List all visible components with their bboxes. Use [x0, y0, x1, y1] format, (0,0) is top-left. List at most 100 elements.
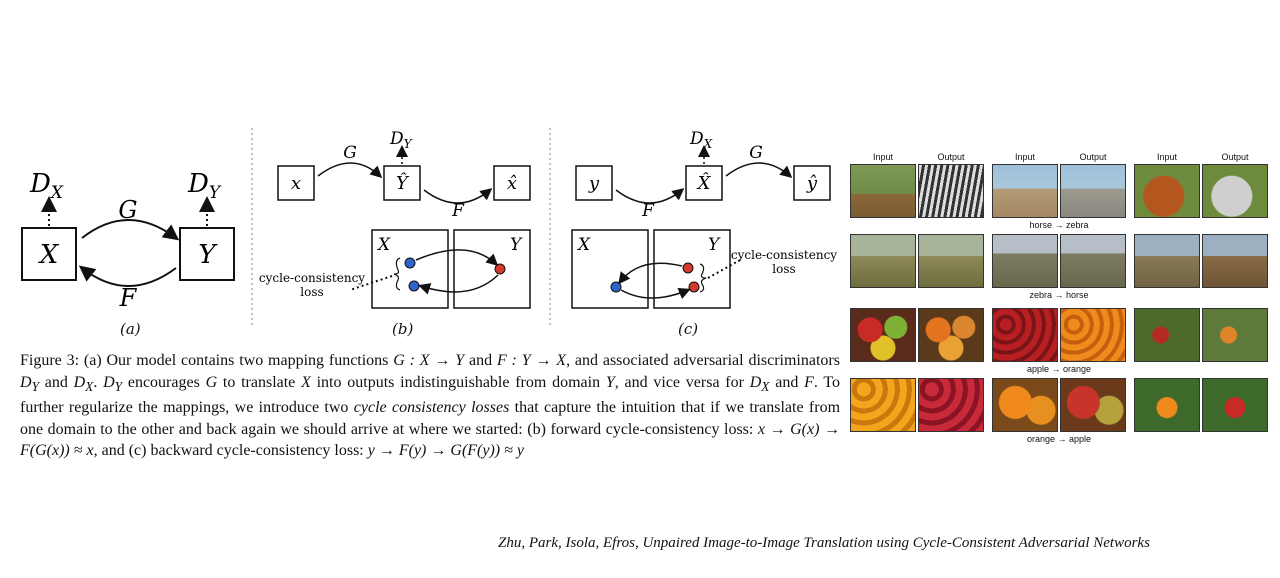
caption-math: G : X → Y: [393, 352, 465, 369]
disc-y-label: DY: [187, 169, 222, 203]
orange-photo: [1202, 308, 1268, 362]
edge-forward: [415, 249, 499, 267]
zebra-photo: [1060, 164, 1126, 218]
edge-g-label: G: [749, 143, 763, 163]
caption-math: DX: [73, 373, 94, 394]
domain-x-box: [371, 229, 449, 309]
node-yhat-box: [793, 165, 831, 201]
red-dot-start: [682, 262, 694, 274]
apple-photo: [1134, 308, 1200, 362]
caption-math: DY: [20, 373, 39, 394]
row-label: horse → zebra: [1029, 220, 1089, 230]
horse-photo: [850, 164, 916, 218]
caption-math: DX: [749, 373, 770, 394]
node-y-label: y: [588, 173, 600, 194]
orange-photo: [1060, 308, 1126, 362]
node-yhat-box: [383, 165, 421, 201]
horse-photo: [918, 234, 984, 288]
caption-text: encourages: [122, 373, 206, 391]
domain-x-label: X: [376, 235, 391, 255]
caption-math: G: [205, 373, 218, 391]
edge-f-label: F: [119, 284, 138, 312]
domain-y-box: [653, 229, 731, 309]
caption-math: Y: [605, 373, 615, 391]
caption-math: x → G(x) → F(G(x)) ≈ x: [20, 420, 840, 460]
red-dot: [494, 263, 506, 275]
loss-brace: [699, 263, 707, 293]
node-x-label: x: [291, 173, 301, 194]
edge-g: [317, 162, 383, 179]
loss-pointer: [349, 275, 393, 291]
edge-back: [418, 274, 499, 295]
loss-label-2: loss: [772, 262, 795, 276]
edge-g: [725, 162, 793, 178]
caption-text: . To further regularize the mappings, we…: [20, 373, 840, 417]
horse-photo: [1134, 164, 1200, 218]
caption-text: and: [38, 373, 74, 391]
edge-f: [423, 188, 493, 204]
caption-text: Figure 3: (a) Our model contains two map…: [20, 352, 394, 369]
row-label: zebra → horse: [1029, 290, 1089, 300]
node-y-box: [575, 165, 613, 201]
caption-text: .: [93, 373, 104, 391]
caption-text: , and (c) backward cycle-consistency los…: [93, 442, 368, 460]
node-xhat-box: [493, 165, 531, 201]
example-grid: Input Output Input Output Input Output h…: [848, 148, 1268, 448]
loss-label: cycle-consistency: [731, 248, 837, 262]
zebra-photo: [918, 164, 984, 218]
horse-photo: [1060, 234, 1126, 288]
loss-brace: [393, 257, 401, 291]
edge-g: [81, 219, 180, 241]
domain-y-label: Y: [708, 235, 721, 255]
node-x-box: [277, 165, 315, 201]
figure-diagram: X Y G F DX DY x Ŷ x̂ G F DY: [0, 120, 860, 340]
col-header-output: Output: [1079, 152, 1107, 162]
caption-text: and: [464, 352, 497, 369]
edge-forward: [620, 287, 691, 300]
caption-math: X: [301, 373, 311, 391]
caption-text: , and vice versa for: [614, 373, 750, 391]
citation: Zhu, Park, Isola, Efros, Unpaired Image-…: [498, 535, 1150, 551]
edge-back: [618, 262, 683, 285]
cycle-diagram-svg: X Y G F DX DY x Ŷ x̂ G F DY: [21, 128, 837, 326]
red-dot-end: [688, 281, 700, 293]
apple-photo: [1060, 378, 1126, 432]
orange-photo: [992, 378, 1058, 432]
node-y-box: [179, 227, 235, 281]
col-header-output: Output: [1221, 152, 1249, 162]
orange-photo: [1134, 378, 1200, 432]
row-label: apple → orange: [1026, 364, 1092, 374]
blue-dot-start: [404, 257, 416, 269]
apple-photo: [850, 308, 916, 362]
node-x-box: [21, 227, 77, 281]
edge-f: [615, 188, 685, 204]
zebra-photo: [850, 234, 916, 288]
orange-photo: [918, 308, 984, 362]
loss-pointer: [707, 259, 741, 279]
node-y-label: Y: [198, 240, 218, 270]
node-x-label: X: [38, 240, 60, 270]
apple-photo: [918, 378, 984, 432]
edge-g-label: G: [343, 143, 357, 163]
caption-math: F: [804, 373, 814, 391]
panel-a: X Y G F DX DY: [21, 169, 235, 312]
col-header-output: Output: [937, 152, 965, 162]
zebra-photo: [992, 234, 1058, 288]
caption-text: into outputs indistinguishable from doma…: [310, 373, 606, 391]
blue-dot-end: [408, 280, 420, 292]
caption-math: F : Y → X: [496, 352, 567, 369]
node-xhat-label: x̂: [507, 173, 517, 194]
figure-caption: Figure 3: (a) Our model contains two map…: [20, 350, 840, 462]
edge-g-label: G: [118, 196, 137, 224]
domain-y-box: [453, 229, 531, 309]
zebra-photo: [1202, 164, 1268, 218]
caption-math: DY: [103, 373, 123, 394]
disc-label: DY: [389, 129, 413, 151]
node-xhat-label: X̂: [696, 172, 712, 194]
loss-label: cycle-consistency: [259, 271, 365, 285]
horse-photo: [1202, 234, 1268, 288]
panel-a-label: (a): [120, 320, 141, 338]
caption-text: , and associated adversarial discriminat…: [566, 352, 840, 369]
apple-photo: [1202, 378, 1268, 432]
edge-f-label: F: [451, 201, 465, 221]
